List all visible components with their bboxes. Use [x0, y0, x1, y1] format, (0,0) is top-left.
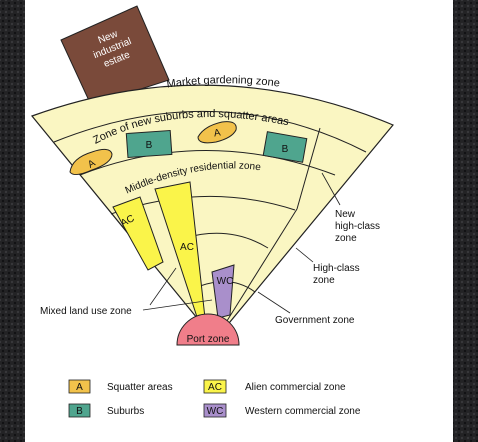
legend-label-suburbs: Suburbs [107, 406, 144, 417]
legend-code-squatter: A [76, 382, 83, 393]
western-marker: WC [217, 276, 234, 287]
high-class-label-2: zone [313, 275, 335, 286]
squatter-marker-1: A [86, 158, 98, 171]
legend-label-alien: Alien commercial zone [245, 382, 346, 393]
leader-mixed-2 [149, 267, 177, 306]
legend-code-alien: AC [208, 382, 222, 393]
leader-government [257, 291, 291, 314]
legend-label-squatter: Squatter areas [107, 382, 173, 393]
mixed-land-use-label: Mixed land use zone [40, 306, 132, 317]
new-high-class-label-2: high-class [335, 221, 380, 232]
legend-swatch-western [203, 403, 227, 418]
suburbs-block-2 [262, 131, 308, 163]
legend-label-western: Western commercial zone [245, 406, 361, 417]
legend-swatch-squatter [68, 379, 91, 394]
leader-new-high-class [321, 172, 341, 206]
market-gardening-label: Market gardening zone [166, 74, 281, 90]
alien-commercial-wedge-small [112, 196, 164, 271]
market-boundary-arc [53, 110, 367, 153]
radial-line-2 [296, 127, 321, 210]
suburbs-boundary-arc [79, 150, 336, 176]
industrial-estate-block [60, 5, 170, 106]
legend-swatch-suburbs [68, 403, 91, 418]
legend-code-western: WC [207, 406, 224, 417]
port-zone-label: Port zone [187, 334, 230, 345]
alien-marker-2: AC [180, 242, 194, 253]
legend-code-suburbs: B [76, 406, 83, 417]
new-high-class-label-3: zone [335, 233, 357, 244]
suburbs-marker-2: B [282, 144, 289, 155]
squatter-area-1 [69, 148, 113, 176]
squatter-area-2 [197, 121, 237, 144]
leader-high-class [295, 247, 314, 263]
legend: A Squatter areas AC Alien commercial zon… [68, 379, 361, 418]
new-high-class-label-1: New [335, 209, 356, 220]
legend-swatch-alien [203, 379, 227, 394]
high-class-label-1: High-class [313, 263, 360, 274]
government-zone-label: Government zone [275, 315, 355, 326]
squatter-marker-2: A [213, 127, 222, 139]
leader-mixed-1 [142, 299, 213, 311]
diagram-panel: New industrial estate Market gardening z… [25, 0, 453, 442]
radial-line-1 [214, 208, 298, 341]
city-model-diagram: New industrial estate Market gardening z… [30, 5, 394, 418]
suburbs-marker-1: B [146, 140, 153, 151]
suburbs-block-1 [125, 129, 173, 159]
port-zone-semicircle [176, 313, 240, 346]
western-commercial-wedge [211, 264, 235, 319]
